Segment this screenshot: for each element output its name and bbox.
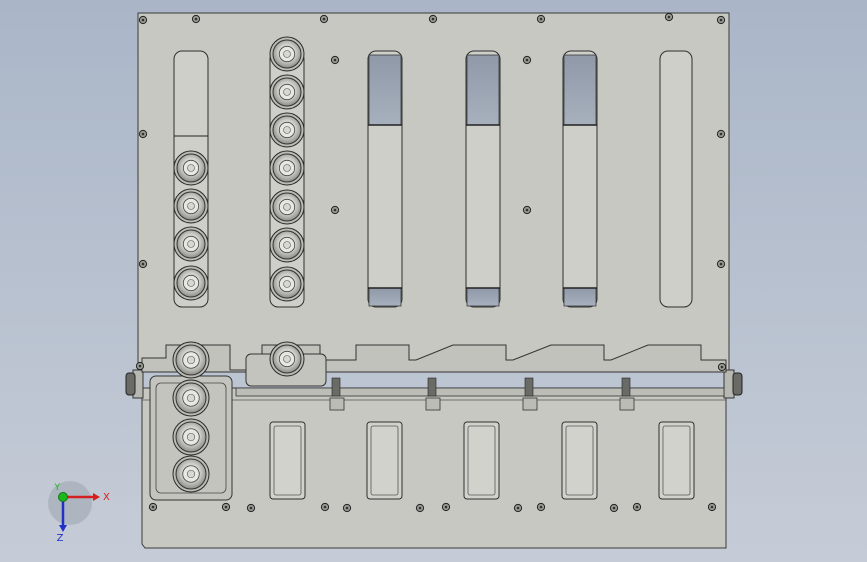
screw-socket — [710, 505, 714, 509]
y-axis-label: Y — [54, 483, 61, 493]
lower-window-inner — [370, 425, 399, 496]
screw-socket — [635, 505, 639, 509]
lower-window-group — [269, 421, 695, 500]
slot-bottom-window — [466, 287, 500, 307]
tray-assembly-model[interactable] — [125, 12, 743, 549]
z-axis-arrow — [59, 525, 67, 532]
lower-window-inner — [273, 425, 302, 496]
screw-socket — [323, 505, 327, 509]
screw-socket — [516, 506, 520, 510]
cup-center — [283, 355, 291, 363]
lower-window — [366, 421, 403, 500]
screw-group — [135, 12, 727, 513]
screw-socket — [194, 17, 198, 21]
screw-socket — [418, 506, 422, 510]
cup-center — [283, 164, 291, 172]
right-end-knob — [732, 372, 743, 396]
screw-socket — [612, 506, 616, 510]
screw-socket — [141, 132, 145, 136]
screw-socket — [431, 17, 435, 21]
cup-center — [186, 432, 196, 442]
cup-group — [149, 36, 327, 501]
screw-socket — [333, 208, 337, 212]
slot-window — [563, 54, 597, 126]
screw-socket — [141, 262, 145, 266]
screw-socket — [719, 132, 723, 136]
slot-bottom-window — [563, 287, 597, 307]
z-axis-label: Z — [57, 533, 64, 544]
clip-tab — [425, 397, 441, 411]
cup-center — [187, 202, 195, 210]
slot-outline — [659, 50, 693, 308]
clip-pin — [331, 377, 341, 397]
lower-window — [269, 421, 306, 500]
triad-shadow — [48, 481, 92, 525]
clip-pin — [524, 377, 534, 397]
screw-socket — [151, 505, 155, 509]
screw-socket — [141, 18, 145, 22]
screw-socket — [719, 18, 723, 22]
screw-socket — [345, 506, 349, 510]
cup-center — [187, 240, 195, 248]
cup-center — [187, 279, 195, 287]
cup-center — [283, 203, 291, 211]
screw-socket — [720, 365, 724, 369]
x-axis-arrow — [93, 493, 100, 501]
screw-socket — [249, 506, 253, 510]
cup-center — [186, 469, 196, 479]
screw-socket — [525, 208, 529, 212]
cup-center — [283, 88, 291, 96]
lower-window — [658, 421, 695, 500]
clip-pin — [427, 377, 437, 397]
left-end-knob — [125, 372, 136, 396]
lower-window — [463, 421, 500, 500]
cup-center — [283, 126, 291, 134]
y-axis-dot — [58, 492, 68, 502]
screw-socket — [539, 505, 543, 509]
lower-window-inner — [662, 425, 691, 496]
screw-socket — [539, 17, 543, 21]
screw-socket — [525, 58, 529, 62]
slot-window — [466, 54, 500, 126]
screw-socket — [667, 15, 671, 19]
screw-socket — [444, 505, 448, 509]
screw-socket — [333, 58, 337, 62]
screw-socket — [322, 17, 326, 21]
clip-tab — [329, 397, 345, 411]
slot-window — [368, 54, 402, 126]
clip-pin — [621, 377, 631, 397]
rail-strip — [235, 387, 725, 397]
cup-center — [283, 241, 291, 249]
cup-center — [187, 164, 195, 172]
lower-window-inner — [467, 425, 496, 496]
cup-center — [186, 393, 196, 403]
screw-socket — [719, 262, 723, 266]
lower-window — [561, 421, 598, 500]
axis-triad: X Y Z — [48, 481, 110, 544]
clip-tab — [522, 397, 538, 411]
slot-bottom-window — [368, 287, 402, 307]
cup-center — [283, 50, 291, 58]
upper-plate — [137, 12, 730, 373]
clip-tab — [619, 397, 635, 411]
cup-center — [186, 355, 196, 365]
cup-center — [283, 280, 291, 288]
lower-window-inner — [565, 425, 594, 496]
screw-socket — [138, 364, 142, 368]
x-axis-label: X — [103, 492, 110, 503]
screw-socket — [224, 505, 228, 509]
